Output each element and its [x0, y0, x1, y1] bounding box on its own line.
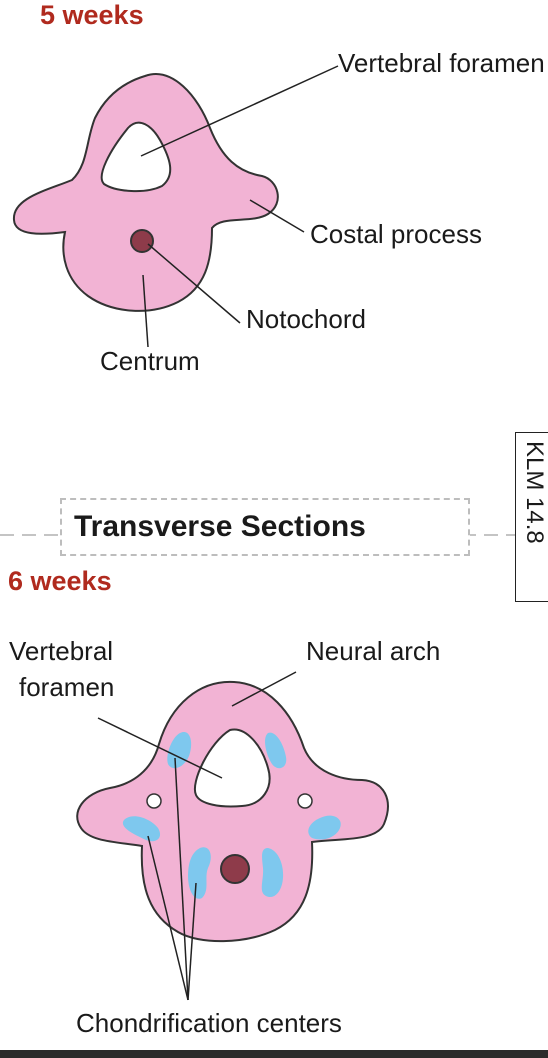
bottom-title: 6 weeks [8, 566, 112, 596]
chondrification-center-costal-right [308, 815, 341, 840]
vertebra-5-weeks-body [12, 73, 279, 312]
bottom-edge-bar [0, 1050, 548, 1058]
top-title: 5 weeks [40, 0, 144, 30]
leader-chondrification-1 [147, 835, 189, 1001]
label-centrum: Centrum [100, 346, 200, 376]
leader-notochord [147, 243, 241, 324]
label-chondrification-centers: Chondrification centers [76, 1008, 342, 1038]
chondrification-center-costal-left [122, 816, 161, 842]
notochord-5-weeks [130, 229, 154, 253]
label-costal-process: Costal process [310, 219, 482, 249]
leader-neural-arch [231, 671, 297, 707]
label-neural-arch: Neural arch [306, 636, 441, 666]
banner-text: Transverse Sections [74, 510, 366, 543]
leader-costal-process [249, 199, 305, 233]
vertebra-6-weeks-body [76, 680, 389, 943]
label-vertebral-foramen-6w-line1: Vertebral [9, 636, 114, 666]
vertebral-foramen-5-weeks [100, 121, 172, 192]
label-notochord: Notochord [246, 304, 366, 334]
label-vertebral-foramen-5w: Vertebral foramen [338, 48, 545, 78]
leader-chondrification-3 [187, 882, 197, 1001]
vertebral-foramen-6-weeks [193, 728, 271, 808]
small-foramen-left [146, 793, 162, 809]
leader-vertebral-foramen [140, 65, 339, 157]
small-foramen-right [297, 793, 313, 809]
chondrification-center-arch-right [265, 732, 287, 769]
side-tag: KLM 14.8 [515, 432, 548, 602]
leader-centrum [142, 274, 149, 348]
chondrification-center-centrum-left [188, 847, 211, 899]
chondrification-center-centrum-right [261, 848, 284, 898]
section-banner: Transverse Sections [60, 498, 470, 556]
notochord-6-weeks [220, 854, 250, 884]
leader-chondrification-2 [174, 757, 189, 1001]
chondrification-center-arch-left [167, 731, 192, 769]
label-vertebral-foramen-6w-line2: foramen [19, 672, 115, 702]
leader-vertebral-foramen-6w [97, 717, 223, 779]
